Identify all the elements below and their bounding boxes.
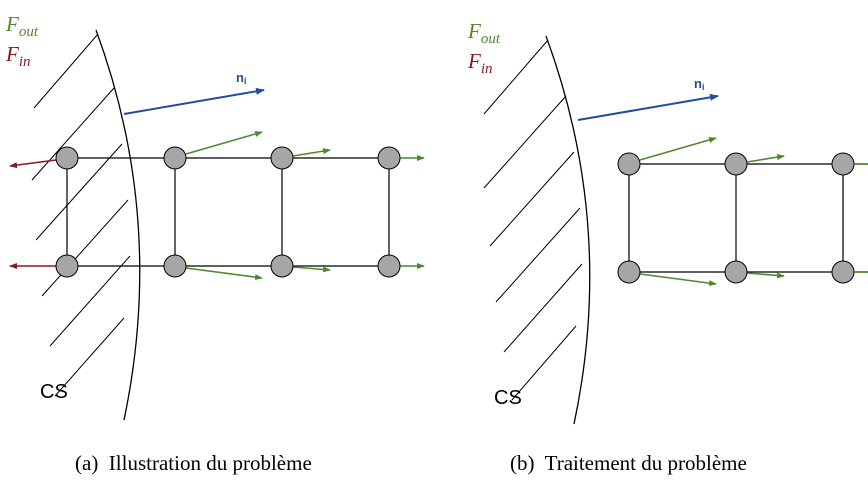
- node: [831, 152, 855, 176]
- fout-arrow: [292, 266, 331, 273]
- force-arrows-b: [639, 137, 785, 287]
- node: [55, 254, 79, 278]
- legend-fin-a: Fin: [5, 42, 31, 70]
- panel-a: Fout Fin ni: [5, 12, 425, 475]
- normal-vector-b: [577, 93, 719, 121]
- fout-arrow: [185, 131, 263, 155]
- node: [55, 146, 79, 170]
- force-arrows-a: [9, 131, 425, 281]
- legend-fout-b: Fout: [467, 19, 501, 47]
- node: [831, 260, 855, 284]
- node: [270, 254, 294, 278]
- legend-fout-a: Fout: [5, 12, 39, 40]
- node: [163, 254, 187, 278]
- nodes-b: [617, 152, 855, 284]
- boundary-label-b: CS: [494, 387, 522, 409]
- fout-arrow: [292, 148, 331, 157]
- node: [617, 152, 641, 176]
- lattice-edges-b: [628, 163, 868, 273]
- wall-hatching-b: [483, 39, 583, 401]
- panel-b: Fout Fin ni: [467, 19, 868, 475]
- fout-arrow: [639, 273, 717, 287]
- node: [377, 254, 401, 278]
- fout-arrow: [746, 272, 785, 279]
- normal-label-b: ni: [694, 76, 704, 92]
- fin-arrow: [9, 159, 57, 169]
- node: [724, 152, 748, 176]
- control-surface-curve-b: [545, 35, 591, 425]
- node: [377, 146, 401, 170]
- caption-a: (a) Illustration du problème: [75, 451, 312, 475]
- wall-hatching-a: [31, 33, 131, 397]
- lattice-edges-a: [66, 157, 390, 267]
- control-surface-curve-a: [95, 29, 141, 421]
- fout-arrow: [185, 267, 263, 281]
- legend-fin-b: Fin: [467, 49, 493, 77]
- node: [724, 260, 748, 284]
- node: [270, 146, 294, 170]
- boundary-label-a: CS: [40, 381, 68, 403]
- fout-arrow: [639, 137, 717, 161]
- node: [163, 146, 187, 170]
- normal-vector-a: [123, 87, 265, 115]
- caption-b: (b) Traitement du problème: [510, 451, 747, 475]
- node: [617, 260, 641, 284]
- force-arrows-b-edge: [854, 163, 868, 273]
- nodes-a: [55, 146, 401, 278]
- fout-arrow: [746, 154, 785, 163]
- normal-label-a: ni: [236, 70, 246, 86]
